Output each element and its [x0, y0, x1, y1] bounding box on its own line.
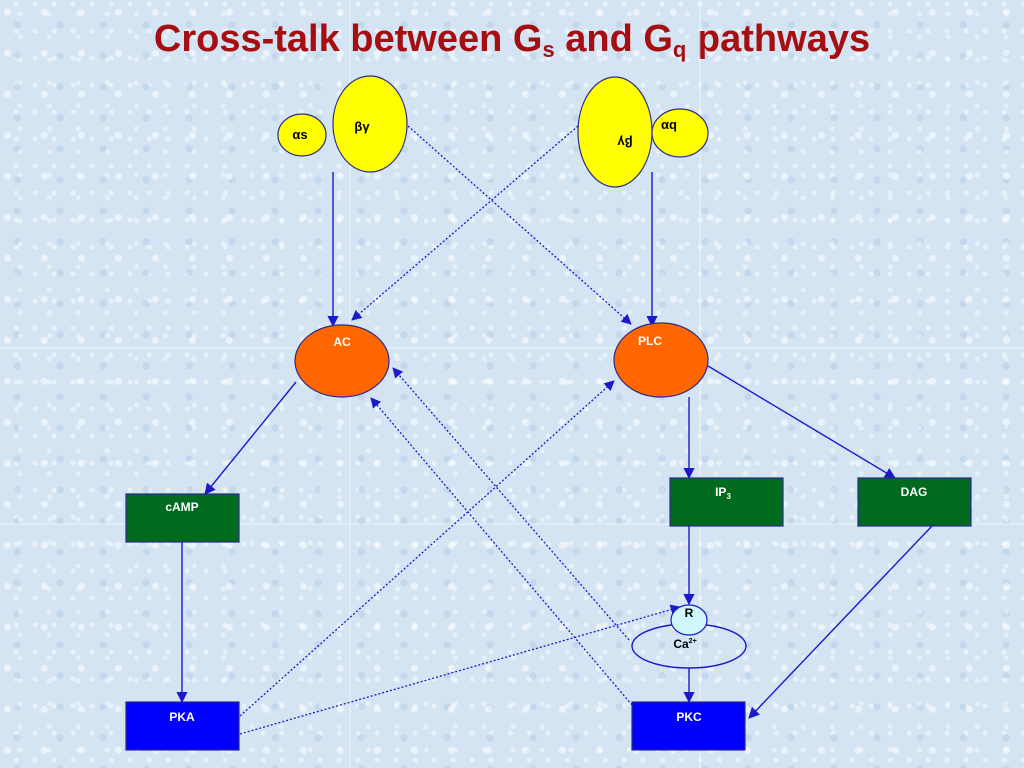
- pka-shape: [125, 701, 240, 751]
- beta-gamma-right-subunit: [577, 76, 653, 188]
- pkc-node: PKC: [631, 701, 746, 751]
- title-end: pathways: [686, 18, 871, 60]
- dotted-pka-to-plc: [239, 380, 615, 717]
- alpha-q-subunit: [651, 108, 709, 158]
- beta-gamma-left-subunit: [332, 75, 408, 173]
- dotted-pka-to-receptor: [239, 604, 681, 735]
- ip3-shape: [669, 477, 784, 527]
- pkc-label: PKC: [676, 710, 702, 724]
- ac-shape: [294, 324, 390, 398]
- pka-label: PKA: [169, 710, 195, 724]
- dotted-betagamma-to-ac: [351, 125, 579, 321]
- plc-node: PLC: [613, 322, 709, 398]
- pka-node: PKA: [125, 701, 240, 751]
- gq-protein: βγ αq: [577, 76, 709, 188]
- dag-label: DAG: [901, 485, 928, 499]
- plc-shape: [613, 322, 709, 398]
- ip3-label: IP3: [715, 485, 731, 501]
- gs-protein: αs βγ: [277, 75, 408, 173]
- title-mid: and G: [554, 18, 673, 60]
- receptor-shape: [670, 604, 708, 636]
- pkc-shape: [631, 701, 746, 751]
- dotted-arrows: [239, 125, 681, 735]
- title-main: Cross-talk between G: [153, 18, 543, 60]
- arrow-dag-to-pkc: [748, 525, 933, 719]
- beta-gamma-right-label: βγ: [617, 135, 633, 150]
- title-sub-q: q: [672, 37, 687, 62]
- ip3-node: IP3: [669, 477, 784, 527]
- alpha-q-label: αq: [661, 117, 677, 132]
- dotted-ca-to-ac: [392, 367, 630, 641]
- calcium-store: R Ca2+: [631, 604, 747, 669]
- slide-title: Cross-talk between Gs and Gq pathways: [0, 18, 1024, 63]
- ac-node: AC: [294, 324, 390, 398]
- dotted-pkc-to-ac: [370, 397, 633, 706]
- dotted-betagamma-to-plc: [407, 125, 632, 325]
- calcium-label: Ca2+: [673, 637, 696, 651]
- ac-label: AC: [333, 335, 351, 349]
- camp-shape: [125, 493, 240, 543]
- alpha-s-subunit: [277, 113, 327, 157]
- camp-node: cAMP: [125, 493, 240, 543]
- alpha-s-label: αs: [292, 127, 307, 142]
- receptor-label: R: [685, 606, 694, 620]
- dag-node: DAG: [857, 477, 972, 527]
- plc-label: PLC: [638, 334, 662, 348]
- arrow-ac-to-camp: [204, 381, 297, 495]
- title-sub-s: s: [542, 37, 555, 62]
- arrow-plc-to-dag: [707, 365, 896, 479]
- dag-shape: [857, 477, 972, 527]
- solid-arrows: [176, 172, 933, 719]
- beta-gamma-left-label: βγ: [354, 119, 370, 134]
- camp-label: cAMP: [165, 500, 198, 514]
